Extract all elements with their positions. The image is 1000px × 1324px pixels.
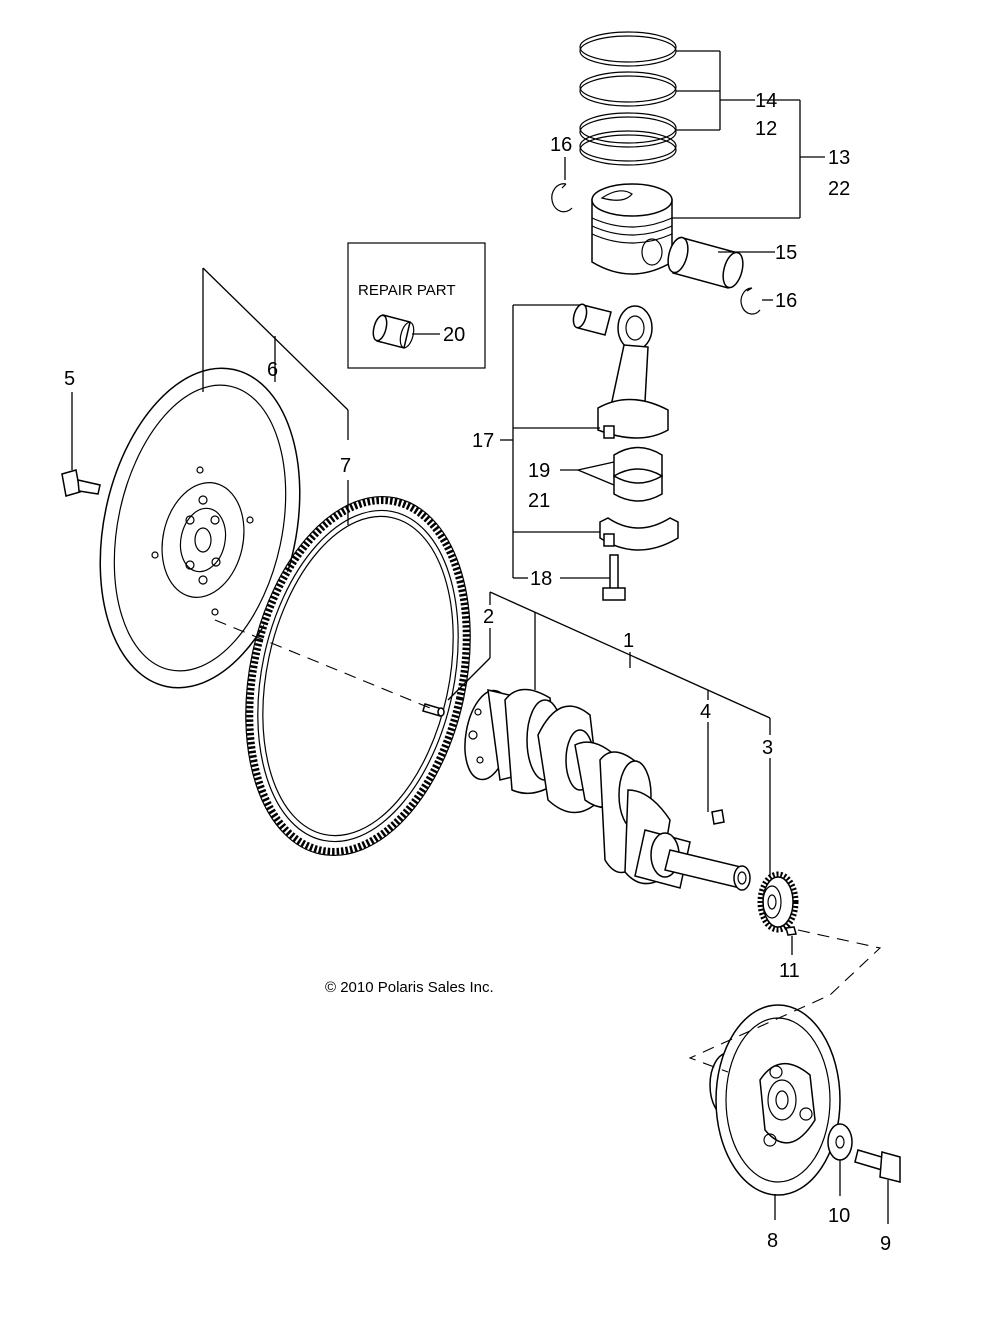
callout-11: 11	[779, 960, 800, 982]
repair-part-title: REPAIR PART	[358, 282, 456, 299]
callout-16-top: 16	[550, 134, 572, 156]
rod-bolt	[602, 554, 626, 601]
callout-7: 7	[340, 455, 351, 477]
leader-lines	[71, 50, 889, 1224]
rod-bearing-upper	[613, 446, 663, 478]
piston-rings	[579, 31, 677, 166]
snap-ring-upper	[551, 183, 573, 213]
callout-15: 15	[775, 242, 797, 264]
crankshaft	[464, 688, 751, 891]
snap-ring-lower	[740, 287, 761, 315]
callout-16-lower: 16	[775, 290, 797, 312]
flywheel	[99, 367, 301, 689]
pulley-bolt	[854, 1149, 901, 1183]
rod-bearing-lower	[613, 474, 663, 502]
piston	[591, 183, 673, 275]
ring-gear	[245, 495, 471, 857]
gear-key	[785, 926, 797, 936]
callout-22: 22	[828, 178, 850, 200]
callout-labels: 14 12 13 22 16 15 16 20 5 6 7 17 19 21 1…	[64, 90, 891, 1255]
callout-9: 9	[880, 1233, 891, 1255]
connecting-rod	[572, 303, 669, 439]
crank-pulley	[709, 1004, 841, 1196]
callout-4: 4	[700, 701, 711, 723]
piston-pin	[667, 236, 744, 289]
callout-14: 14	[755, 90, 777, 112]
callout-6: 6	[267, 359, 278, 381]
callout-8: 8	[767, 1230, 778, 1252]
callout-17: 17	[472, 430, 494, 452]
callout-1: 1	[623, 630, 634, 652]
repair-bushing	[372, 314, 415, 349]
rod-cap	[599, 517, 679, 551]
repair-part-box	[347, 242, 486, 369]
callout-19: 19	[528, 460, 550, 482]
flywheel-bolt	[61, 469, 101, 497]
callout-21: 21	[528, 490, 550, 512]
callout-13: 13	[828, 147, 850, 169]
callout-10: 10	[828, 1205, 850, 1227]
copyright-notice: © 2010 Polaris Sales Inc.	[325, 979, 494, 996]
crank-gear	[757, 871, 799, 933]
callout-20: 20	[443, 324, 465, 346]
callout-2: 2	[483, 606, 494, 628]
pulley-washer	[827, 1123, 853, 1161]
woodruff-key	[711, 809, 725, 825]
callout-12: 12	[755, 118, 777, 140]
callout-3: 3	[762, 737, 773, 759]
callout-5: 5	[64, 368, 75, 390]
callout-18: 18	[530, 568, 552, 590]
